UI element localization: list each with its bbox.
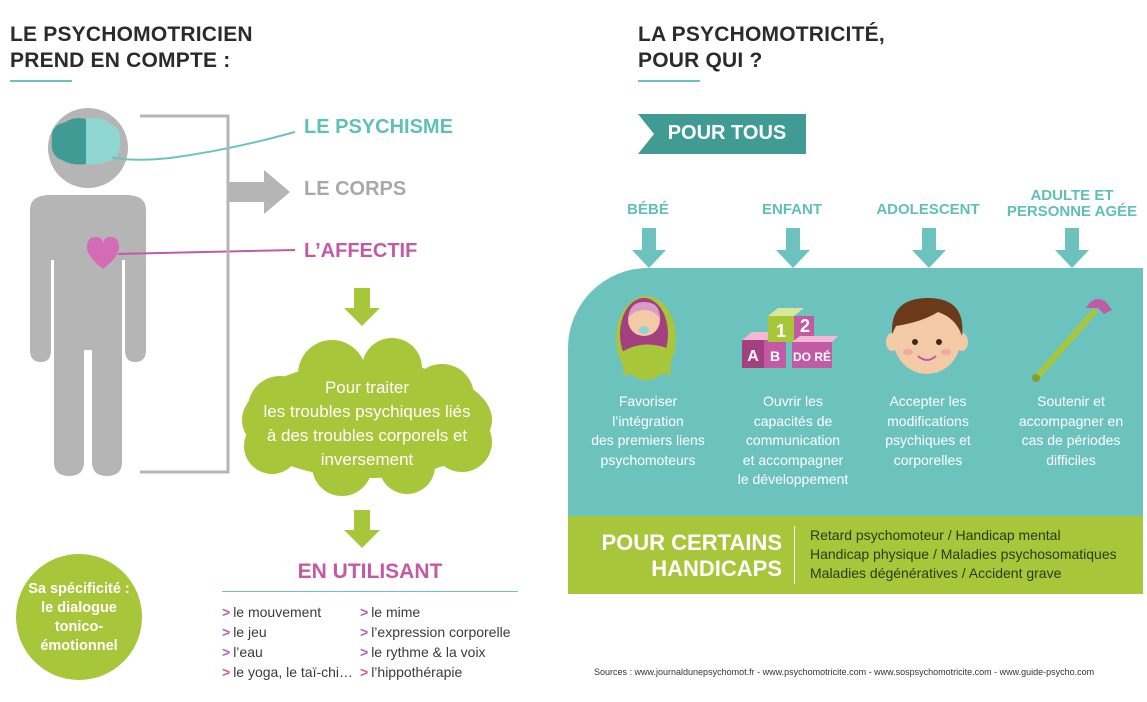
block-number-2: 2 (800, 316, 810, 336)
body-diagram (30, 108, 296, 476)
desc-bebe: Favoriser l’intégration des premiers lie… (591, 393, 705, 468)
pour-tous-banner (638, 114, 806, 154)
psychisme-connector (111, 131, 296, 161)
right-title: LA PSYCHOMOTRICITÉ, POUR QUI ? (638, 23, 885, 72)
down-arrow-icon (632, 228, 666, 268)
using-list-col2: >le mime >l’expression corporelle >le ry… (360, 602, 510, 682)
cane-icon (1032, 299, 1112, 382)
specificity-text: Sa spécificité : le dialogue tonico- émo… (28, 581, 130, 654)
category-label-adolescent: ADOLESCENT (876, 201, 980, 218)
pour-tous-label: POUR TOUS (667, 122, 787, 144)
teen-face-icon (886, 298, 968, 374)
category-label-adulte: ADULTE ET PERSONNE AGÉE (1006, 187, 1138, 220)
abc-blocks-icon: A B 1 2 DO RÉ (742, 308, 838, 368)
down-arrow-icon (1055, 228, 1089, 268)
handicap-divider (794, 526, 795, 584)
corps-arrow-icon (228, 170, 290, 214)
list-item: >l’eau (222, 644, 263, 660)
right-title-rule (638, 80, 700, 82)
desc-enfant: Ouvrir les capacités de communication et… (737, 393, 849, 487)
sources-text: Sources : www.journaldunepsychomot.fr - … (594, 667, 1095, 677)
cloud-shape (242, 338, 492, 496)
desc-adolescent: Accepter les modifications psychiques et… (885, 393, 971, 468)
block-letter-a: A (747, 348, 759, 365)
label-corps: LE CORPS (304, 178, 407, 200)
list-item: >l’hippothérapie (360, 664, 463, 680)
label-affectif: L’AFFECTIF (304, 240, 418, 262)
desc-adulte: Soutenir et accompagner en cas de périod… (1018, 393, 1124, 468)
list-item: >le mouvement (222, 604, 322, 620)
down-arrow-icon (776, 228, 810, 268)
list-item: >l’expression corporelle (360, 624, 511, 640)
list-item: >le rythme & la voix (360, 644, 486, 660)
handicap-title: POUR CERTAINS HANDICAPS (601, 530, 783, 581)
block-do-re: DO RÉ (793, 349, 831, 364)
left-title: LE PSYCHOMOTRICIEN PREND EN COMPTE : (10, 23, 253, 72)
using-list-col1: >le mouvement >le jeu >l’eau >le yoga, l… (222, 602, 353, 682)
label-psychisme: LE PSYCHISME (304, 116, 453, 138)
bracket (140, 114, 230, 474)
handicap-list: Retard psychomoteur / Handicap mental Ha… (810, 527, 1117, 581)
left-title-rule (10, 80, 72, 82)
baby-icon (616, 296, 676, 380)
cloud-text: Pour traiter les troubles psychiques lié… (263, 378, 471, 469)
down-arrow-icon (912, 228, 946, 268)
down-arrow-icon (344, 288, 380, 326)
category-label-enfant: ENFANT (762, 201, 822, 218)
brain-icon (51, 118, 121, 165)
specificity-circle (16, 554, 142, 680)
category-label-bebe: BÉBÉ (627, 201, 669, 218)
handicap-band (568, 516, 1143, 594)
down-arrow-icon (344, 510, 380, 548)
affectif-connector (117, 249, 296, 255)
using-rule (222, 591, 518, 592)
block-number-1: 1 (776, 321, 786, 341)
heart-icon (87, 237, 119, 269)
block-letter-b: B (770, 348, 780, 364)
list-item: >le jeu (222, 624, 267, 640)
list-item: >le yoga, le taï-chi… (222, 664, 354, 680)
list-item: >le mime (360, 604, 421, 620)
using-title: EN UTILISANT (297, 560, 443, 583)
